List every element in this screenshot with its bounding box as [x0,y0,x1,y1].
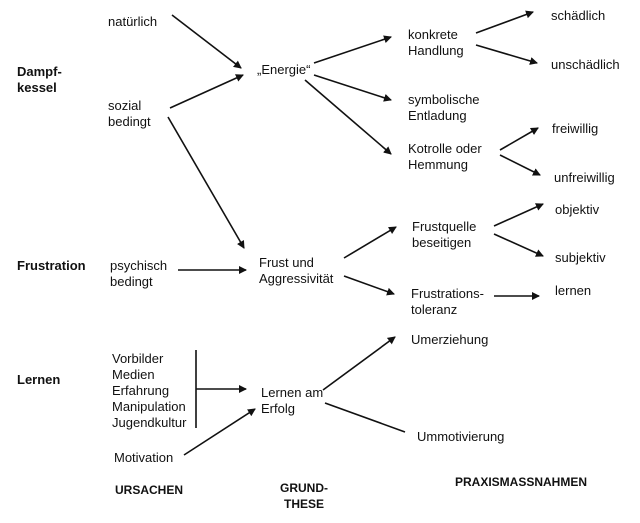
cause-lernen-list: Vorbilder Medien Erfahrung Manipulation … [112,351,187,430]
arrow-konkrete-unschaedlich [475,44,538,65]
thesis-energie: „Energie“ [257,62,311,77]
footer-praxis: PRAXISMASSNAHMEN [455,475,588,489]
category-lernen: Lernen [17,372,61,387]
arrow-frust-toleranz [343,275,395,296]
arrow-frust-frustquelle [343,226,397,259]
measure-kotrolle: Kotrolle oder Hemmung [408,141,482,172]
footer-grundthese: GRUND- THESE [280,481,328,511]
cause-psychisch: psychisch bedingt [110,258,168,289]
thesis-erfolg: Lernen am Erfolg [261,385,324,416]
measure-frustquelle: Frustquelle beseitigen [412,219,477,250]
measure-ummotivierung: Ummotivierung [417,429,505,444]
arrow-frustquelle-subjektiv [493,233,544,257]
thesis-frust: Frust und Aggressivität [259,255,334,286]
cause-sozial: sozial bedingt [108,98,151,129]
arrow-kotrolle-unfreiwillig [499,154,541,176]
arrow-kotrolle-freiwillig [499,127,539,151]
measure-frustrationstoleranz: Frustrations- toleranz [411,286,484,317]
arrow-konkrete-schaedlich [475,10,534,34]
arrow-energie-symbolische [313,74,392,102]
measure-konkrete: konkrete Handlung [408,27,464,58]
measure-umerziehung: Umerziehung [411,332,489,347]
footer-ursachen: URSACHEN [115,483,184,497]
cause-motivation: Motivation [114,450,174,465]
outcome-subjektiv: subjektiv [555,250,606,265]
arrow-frustquelle-objektiv [493,203,544,227]
line-erfolg-ummotivierung [324,402,406,433]
arrow-natuerlich-energie [171,14,242,69]
outcome-schaedlich: schädlich [551,8,606,23]
outcome-lernen: lernen [555,283,592,298]
category-dampfkessel: Dampf- kessel [17,64,62,95]
arrow-motivation-erfolg [183,408,256,456]
cause-natuerlich: natürlich [108,14,158,29]
outcome-objektiv: objektiv [555,202,600,217]
measure-symbolische: symbolische Entladung [408,92,480,123]
arrow-energie-konkrete [313,35,392,64]
arrow-sozial-energie [169,74,244,109]
arrow-erfolg-umerziehung [322,336,396,391]
outcome-unschaedlich: unschädlich [551,57,620,72]
category-frustration: Frustration [17,258,86,273]
arrow-energie-kotrolle [304,79,392,155]
arrow-sozial-frust [167,116,245,249]
outcome-freiwillig: freiwillig [552,121,599,136]
outcome-unfreiwillig: unfreiwillig [554,170,615,185]
